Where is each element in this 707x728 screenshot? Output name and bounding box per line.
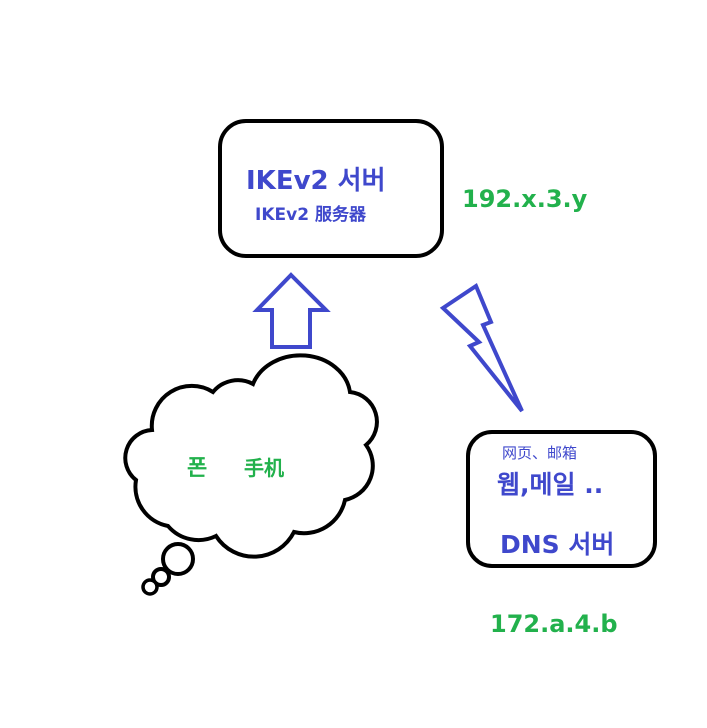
dns-server-box (466, 430, 657, 568)
ikev2-server-box (218, 119, 444, 258)
phone-label-zh: 手机 (244, 456, 284, 480)
lightning-bolt-icon (439, 282, 524, 413)
server-ip: 192.x.3.y (462, 185, 588, 213)
dns-ip: 172.a.4.b (490, 610, 618, 638)
thought-bubble-large (161, 542, 195, 576)
dns-label-zh: 网页、邮箱 (502, 444, 578, 462)
phone-label-ko: 폰 (187, 456, 208, 481)
thought-bubble-medium (151, 567, 171, 587)
dns-label-ko: 웹,메일 .. (497, 470, 604, 499)
server-subtitle: IKEv2 服务器 (255, 205, 366, 225)
thought-bubble-small (141, 578, 159, 596)
server-title: IKEv2 서버 (246, 166, 386, 196)
thought-cloud (123, 353, 379, 559)
up-arrow-icon (252, 272, 331, 349)
dns-title: DNS 서버 (500, 530, 615, 559)
